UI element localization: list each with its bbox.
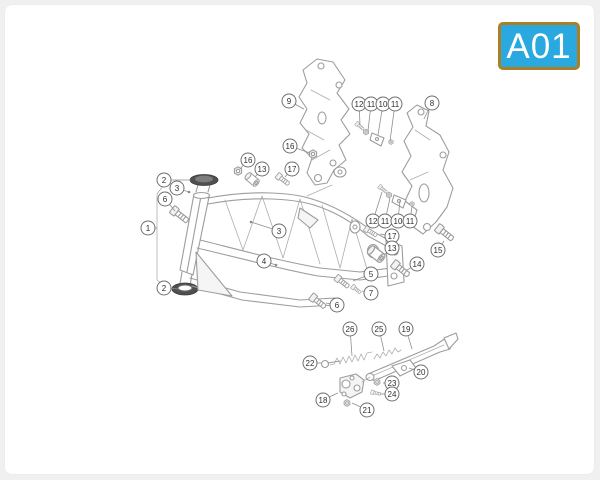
- callout-8[interactable]: 8: [424, 95, 440, 111]
- leader-line-9: [295, 104, 305, 110]
- leader-line-11: [386, 197, 391, 214]
- leader-line-3: [250, 221, 273, 230]
- callout-3[interactable]: 3: [169, 180, 185, 196]
- leader-line-2: [171, 288, 180, 290]
- callout-11[interactable]: 11: [402, 213, 418, 229]
- page-card: [4, 4, 595, 475]
- callout-21[interactable]: 21: [359, 402, 375, 418]
- callout-2[interactable]: 2: [156, 172, 172, 188]
- callout-16[interactable]: 16: [240, 152, 256, 168]
- callout-1[interactable]: 1: [140, 220, 156, 236]
- leader-line-12: [359, 111, 361, 126]
- page-code-badge: A01: [498, 22, 580, 70]
- callout-17[interactable]: 17: [284, 161, 300, 177]
- leader-line-6: [169, 204, 176, 212]
- leader-line-10: [398, 199, 401, 214]
- leader-line-17: [379, 233, 385, 236]
- leader-line-20: [408, 367, 415, 370]
- leader-line-14: [406, 267, 411, 271]
- callout-20[interactable]: 20: [413, 364, 429, 380]
- leader-line-5: [352, 276, 365, 282]
- leader-line-26: [350, 336, 353, 357]
- callout-5[interactable]: 5: [363, 266, 379, 282]
- leader-line-25: [380, 336, 385, 352]
- sidestand-art: [320, 332, 459, 407]
- leader-line-13: [383, 252, 387, 256]
- callout-4[interactable]: 4: [256, 253, 272, 269]
- leader-line-19: [407, 336, 413, 350]
- leader-line-11: [367, 111, 371, 132]
- fasteners-art: [168, 120, 457, 311]
- leader-line-18: [329, 392, 339, 398]
- callout-22[interactable]: 22: [302, 355, 318, 371]
- callout-9[interactable]: 9: [281, 93, 297, 109]
- callout-11[interactable]: 11: [377, 213, 393, 229]
- leader-line-4: [270, 263, 277, 266]
- leader-line-13: [254, 174, 258, 178]
- callout-7[interactable]: 7: [363, 285, 379, 301]
- callout-24[interactable]: 24: [384, 386, 400, 402]
- bracket-right-art: [401, 104, 454, 235]
- callout-16[interactable]: 16: [282, 138, 298, 154]
- leader-line-11: [389, 111, 395, 142]
- leader-line-15: [441, 240, 445, 245]
- leader-line-10: [377, 111, 383, 136]
- leader-line-6: [325, 302, 330, 305]
- callout-25[interactable]: 25: [371, 321, 387, 337]
- leader-line-16: [239, 165, 244, 170]
- leader-line-3: [183, 190, 190, 193]
- callout-18[interactable]: 18: [315, 392, 331, 408]
- callout-26[interactable]: 26: [342, 321, 358, 337]
- leader-line-21: [351, 402, 361, 408]
- callout-11[interactable]: 11: [387, 96, 403, 112]
- callout-6[interactable]: 6: [329, 297, 345, 313]
- leader-line-16: [296, 148, 311, 154]
- callout-19[interactable]: 19: [398, 321, 414, 337]
- leader-line-8: [423, 109, 429, 120]
- leader-line-11: [410, 205, 413, 214]
- callout-13[interactable]: 13: [254, 161, 270, 177]
- leader-lines: [155, 104, 445, 408]
- page-code-label: A01: [506, 26, 572, 66]
- callout-2[interactable]: 2: [156, 280, 172, 296]
- callout-15[interactable]: 15: [430, 242, 446, 258]
- callout-6[interactable]: 6: [157, 191, 173, 207]
- callout-13[interactable]: 13: [384, 240, 400, 256]
- leader-line-12: [374, 191, 383, 214]
- leader-line-17: [284, 174, 288, 178]
- bracket-left-art: [298, 58, 351, 186]
- callout-14[interactable]: 14: [409, 256, 425, 272]
- callout-3[interactable]: 3: [271, 223, 287, 239]
